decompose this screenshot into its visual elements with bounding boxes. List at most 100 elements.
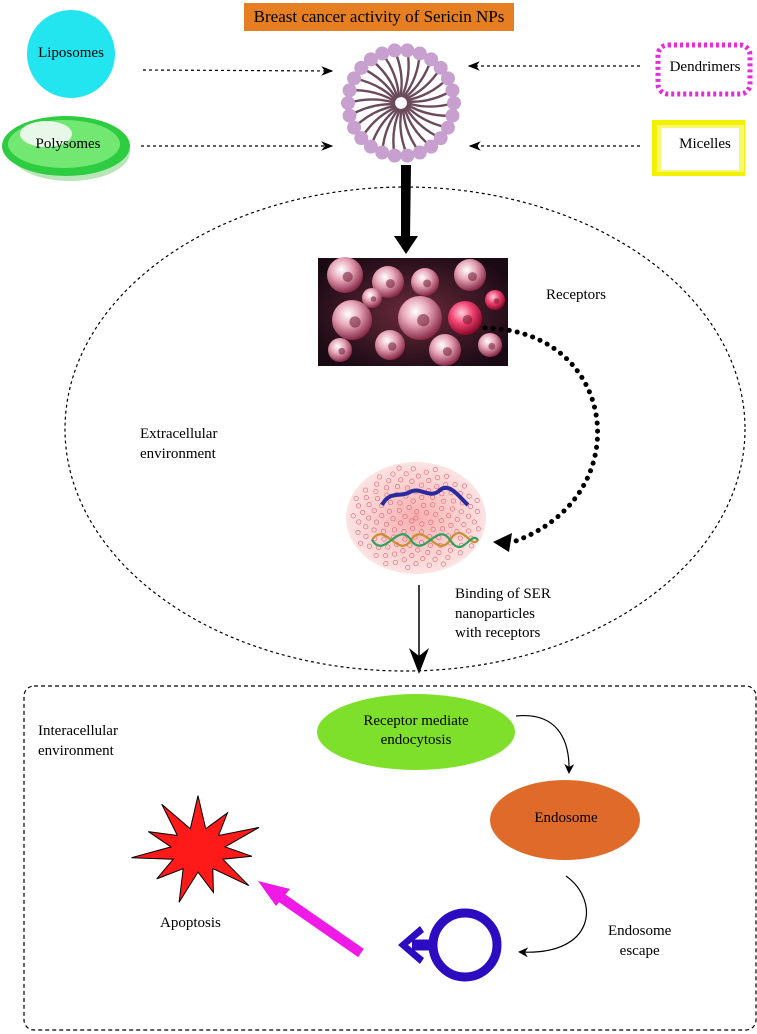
endosome-shape bbox=[490, 780, 640, 860]
starburst-icon bbox=[131, 795, 260, 903]
binding-label: Binding of SER nanoparticles with recept… bbox=[455, 585, 551, 644]
lipid-head bbox=[424, 52, 439, 67]
protein-atom bbox=[434, 484, 440, 490]
protein-atom bbox=[396, 465, 402, 471]
lipid-head bbox=[354, 60, 369, 75]
receptor-endocytosis-shape bbox=[317, 694, 515, 770]
lipid-tail bbox=[406, 101, 455, 108]
diagram-title: Breast cancer activity of Sericin NPs bbox=[244, 3, 514, 31]
endosome-escape-line2: escape bbox=[619, 942, 660, 959]
lipid-head bbox=[387, 43, 402, 58]
cell-nucleus bbox=[417, 314, 430, 327]
endosome-escape-label: Endosome escape bbox=[608, 922, 671, 961]
protein-atom bbox=[371, 527, 377, 533]
arrow-cells-to-binding-head bbox=[493, 533, 512, 552]
protein-atom bbox=[405, 564, 411, 570]
protein-atom bbox=[430, 502, 436, 508]
lipid-head bbox=[412, 46, 427, 61]
dna-strand bbox=[371, 533, 479, 549]
cell-nucleus bbox=[488, 342, 496, 350]
protein-atom bbox=[402, 536, 408, 542]
protein-atom bbox=[440, 526, 446, 532]
protein-atom bbox=[424, 510, 430, 516]
circle-arrow-icon bbox=[398, 908, 502, 982]
protein-atom bbox=[438, 518, 444, 524]
cell-nucleus bbox=[342, 271, 353, 282]
protein-atom bbox=[447, 547, 453, 553]
protein-atom bbox=[439, 491, 445, 497]
protein-atom bbox=[430, 526, 436, 532]
protein-atom bbox=[396, 507, 402, 513]
lipid-head bbox=[445, 108, 460, 123]
protein-atom bbox=[467, 504, 473, 510]
protein-atom bbox=[413, 561, 419, 567]
lipid-head bbox=[400, 43, 415, 58]
intracellular-line2: environment bbox=[38, 742, 114, 759]
receptor-endocytosis-node: Receptor mediate endocytosis bbox=[320, 708, 512, 754]
protein-atom bbox=[440, 561, 446, 567]
cell-nucleus bbox=[442, 347, 452, 357]
endosome-label: Endosome bbox=[534, 810, 598, 827]
protein-atom bbox=[426, 478, 432, 484]
protein-atom bbox=[373, 552, 379, 558]
lipid-head bbox=[363, 139, 378, 154]
lipid-head bbox=[341, 96, 355, 110]
binding-line2: nanoparticles bbox=[455, 605, 535, 622]
protein-atom bbox=[383, 561, 389, 567]
protein-atom bbox=[374, 496, 380, 502]
protein-atom bbox=[402, 513, 408, 519]
protein-atom bbox=[401, 557, 407, 563]
protein-atom bbox=[394, 484, 400, 490]
protein-atom bbox=[400, 548, 406, 554]
apoptosis-label: Apoptosis bbox=[160, 914, 221, 934]
protein-atom bbox=[390, 516, 396, 522]
protein-atom bbox=[384, 485, 390, 491]
protein-atom bbox=[383, 553, 389, 559]
dendrimer-shape bbox=[655, 42, 753, 97]
protein-atom bbox=[420, 502, 426, 508]
protein-atom bbox=[428, 519, 434, 525]
cell-nucleus bbox=[493, 298, 500, 304]
protein-atom bbox=[418, 482, 424, 488]
protein-atom bbox=[357, 540, 363, 546]
protein-dna-binding-image bbox=[343, 458, 493, 581]
protein-atom bbox=[432, 556, 438, 562]
micelles-node: Micelles bbox=[665, 130, 745, 160]
protein-atom bbox=[414, 509, 420, 515]
lipid-head bbox=[375, 145, 390, 160]
protein-atom bbox=[423, 469, 429, 475]
protein-atom bbox=[390, 471, 396, 477]
protein-atom bbox=[410, 466, 416, 472]
protein-atom bbox=[458, 509, 464, 515]
protein-atom bbox=[355, 503, 361, 509]
protein-atom bbox=[371, 508, 377, 514]
protein-atom bbox=[461, 483, 467, 489]
cell-nucleus bbox=[462, 314, 473, 325]
receptor-endocytosis-line2: endocytosis bbox=[380, 732, 452, 748]
protein-atom bbox=[410, 498, 416, 504]
receptors-text: Receptors bbox=[546, 287, 606, 303]
micelle-nanoparticle-icon bbox=[341, 43, 461, 163]
protein-atom bbox=[449, 506, 455, 512]
lipid-head bbox=[354, 131, 369, 146]
arrow-np-to-cells bbox=[394, 165, 418, 254]
arrow-endocytosis-to-endosome bbox=[515, 715, 575, 774]
protein-atom bbox=[388, 500, 394, 506]
protein-atom bbox=[403, 471, 409, 477]
protein-atom bbox=[374, 519, 380, 525]
protein-atom bbox=[353, 495, 359, 501]
protein-atom bbox=[474, 509, 480, 515]
protein-atom bbox=[445, 554, 451, 560]
cell-nucleus bbox=[388, 342, 397, 351]
protein-atom bbox=[363, 524, 369, 530]
protein-atom bbox=[366, 543, 372, 549]
arrow-escape-to-apoptosis bbox=[258, 881, 364, 958]
protein-atom bbox=[398, 520, 404, 526]
extracellular-line1: Extracellular bbox=[140, 426, 218, 442]
protein-atom bbox=[392, 551, 398, 557]
protein-atom bbox=[448, 522, 454, 528]
lipid-head bbox=[342, 108, 357, 123]
protein-atom bbox=[409, 478, 415, 484]
binding-line1: Binding of SER bbox=[455, 586, 551, 602]
